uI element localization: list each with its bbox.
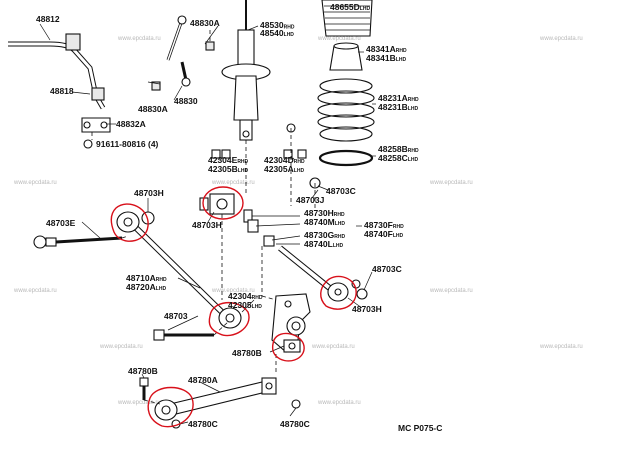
label-48341a: 48341ARHD [366, 44, 407, 54]
leader-lines [39, 23, 376, 425]
arm-48710a [116, 211, 242, 329]
shock-absorber [221, 0, 271, 141]
label-42305a: 42305ALHD [264, 164, 304, 174]
nut [356, 288, 368, 300]
bolt-48703 [153, 329, 214, 341]
label-48730f: 48730FRHD [364, 220, 404, 230]
label-48830a: 48830A [138, 104, 168, 114]
label-48710a: 48710ARHD [126, 273, 167, 283]
watermark: www.epcdata.ru [117, 36, 161, 42]
label-48780c: 48780C [280, 419, 310, 429]
label-48540: 48540LHD [260, 28, 294, 38]
label-48780a: 48780A [188, 375, 218, 385]
stabilizer-link [151, 15, 215, 91]
arm-48780a [154, 377, 301, 429]
bolt-48703e [33, 235, 123, 249]
highlights [110, 186, 357, 428]
bolt-91611 [83, 139, 93, 149]
bolt-48780b [139, 377, 149, 400]
assembly-lines [91, 30, 316, 405]
label-48703c: 48703C [372, 264, 402, 274]
watermark: www.epcdata.ru [13, 180, 57, 186]
label-48231a: 48231ARHD [378, 93, 419, 103]
bump-stop [329, 45, 363, 71]
bushings-upper [141, 123, 321, 225]
spring-assembly [317, 0, 375, 167]
label-48818: 48818 [50, 86, 74, 96]
watermark: www.epcdata.ru [13, 288, 57, 294]
watermark: www.epcdata.ru [117, 400, 161, 406]
watermark: www.epcdata.ru [429, 288, 473, 294]
highlight-ring [110, 203, 149, 242]
label-48830: 48830 [174, 96, 198, 106]
adjust-rod [243, 209, 368, 302]
label-48740f: 48740FLHD [364, 229, 404, 239]
watermark: www.epcdata.ru [317, 36, 361, 42]
label-48740l: 48740LLHD [304, 239, 344, 249]
watermarks: www.epcdata.ru www.epcdata.ru www.epcdat… [13, 36, 583, 406]
stabilizer-bushing [91, 87, 105, 101]
label-mc-p075c: MC P075-C [398, 423, 442, 433]
highlight-ring [202, 186, 244, 220]
stabilizer-bushing [65, 33, 81, 51]
stabilizer-bracket [81, 117, 111, 133]
watermark: www.epcdata.ru [539, 344, 583, 350]
label-48703j: 48703J [296, 195, 325, 205]
nut [291, 399, 301, 409]
label-42304e: 42304ERHD [208, 155, 249, 165]
label-48530: 48530RHD [260, 20, 295, 31]
label-42304: 42304RHD [228, 291, 263, 301]
watermark: www.epcdata.ru [211, 288, 255, 294]
label-48780c: 48780C [188, 419, 218, 429]
highlight-ring [320, 275, 357, 310]
watermark: www.epcdata.ru [539, 36, 583, 42]
label-48703: 48703 [164, 311, 188, 321]
label-48832a: 48832A [116, 119, 146, 129]
label-48231b: 48231BLHD [378, 102, 418, 112]
label-48780b: 48780B [128, 366, 158, 376]
highlight-ring [208, 302, 250, 337]
label-48703e: 48703E [46, 218, 76, 228]
label-48830a: 48830A [190, 18, 220, 28]
highlight-ring [147, 386, 194, 428]
knuckle [271, 293, 311, 353]
watermark: www.epcdata.ru [429, 180, 473, 186]
label-48258c: 48258CLHD [378, 153, 418, 163]
label-48780b: 48780B [232, 348, 262, 358]
watermark: www.epcdata.ru [211, 180, 255, 186]
stabilizer-bar [8, 33, 111, 149]
coil-spring [317, 78, 375, 142]
label-91611: 91611-80816 (4) [96, 139, 159, 149]
label-48730h: 48730HRHD [304, 208, 345, 218]
label-48703h: 48703H [352, 304, 382, 314]
label-48341b: 48341BLHD [366, 53, 406, 63]
label-48703c: 48703C [326, 186, 356, 196]
label-48812: 48812 [36, 14, 60, 24]
label-48730g: 48730GRHD [304, 230, 345, 240]
label-48720a: 48720ALHD [126, 282, 166, 292]
label-42305: 42305LHD [228, 300, 262, 310]
label-48703h: 48703H [192, 220, 222, 230]
label-42304d: 42304DRHD [264, 155, 305, 165]
label-48655d: 48655DLHD [330, 2, 370, 12]
highlight-ring [271, 332, 305, 362]
label-48258b: 48258BRHD [378, 144, 419, 154]
label-42305b: 42305BLHD [208, 164, 248, 174]
watermark: www.epcdata.ru [317, 400, 361, 406]
label-48740m: 48740MLHD [304, 217, 345, 227]
part-labels: 48812 48830A 48530RHD 48540LHD 48655DLHD… [36, 2, 442, 433]
spring-seat [318, 149, 374, 167]
label-48703h: 48703H [134, 188, 164, 198]
watermark: www.epcdata.ru [311, 344, 355, 350]
watermark: www.epcdata.ru [99, 344, 143, 350]
